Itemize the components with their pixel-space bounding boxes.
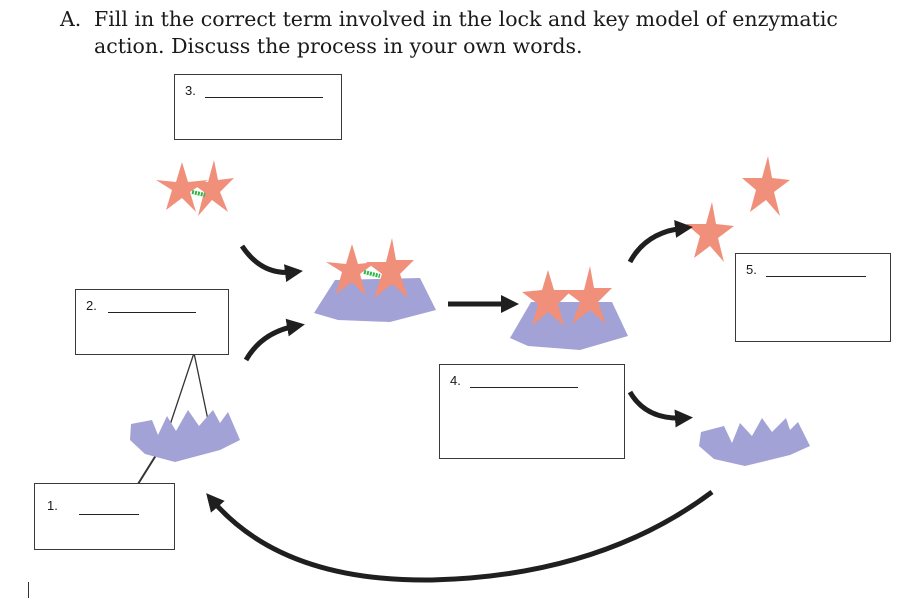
box-number-3: 3. (185, 83, 196, 98)
answer-box-3[interactable]: 3. (174, 74, 342, 140)
answer-blank-5[interactable] (766, 276, 866, 277)
text-cursor (28, 582, 29, 598)
active-site-pointer (169, 352, 209, 426)
box-number-1: 1. (47, 498, 58, 513)
product-molecule-2 (742, 156, 790, 216)
enzyme-release-arrow (627, 390, 693, 428)
product-release-arrow (627, 219, 693, 264)
recycle-arrow (206, 489, 714, 583)
answer-box-4[interactable]: 4. (439, 364, 625, 459)
enzyme-product-complex (510, 266, 628, 350)
answer-box-5[interactable]: 5. (735, 253, 891, 342)
enzyme-approach-arrow (243, 318, 305, 362)
free-enzyme-right (699, 418, 810, 466)
instruction-line-1: Fill in the correct term involved in the… (94, 7, 838, 31)
box-number-2: 2. (86, 298, 97, 313)
instructions: A. Fill in the correct term involved in … (60, 6, 905, 60)
box-number-5: 5. (746, 262, 757, 277)
answer-blank-3[interactable] (205, 97, 323, 98)
box-number-4: 4. (450, 373, 461, 388)
product-molecule-1 (686, 202, 734, 262)
free-enzyme-left (130, 410, 240, 462)
substrate-molecule-top (156, 160, 234, 216)
answer-box-2[interactable]: 2. (75, 289, 229, 355)
enzyme-substrate-complex (314, 238, 436, 322)
section-marker: A. (60, 7, 82, 31)
answer-blank-2[interactable] (108, 312, 196, 313)
answer-blank-4[interactable] (470, 387, 578, 388)
enzyme-pointer (137, 451, 159, 485)
answer-box-1[interactable]: 1. (34, 483, 175, 550)
answer-blank-1[interactable] (79, 514, 139, 515)
substrate-approach-arrow (239, 244, 303, 283)
instruction-line-2: action. Discuss the process in your own … (94, 34, 583, 58)
